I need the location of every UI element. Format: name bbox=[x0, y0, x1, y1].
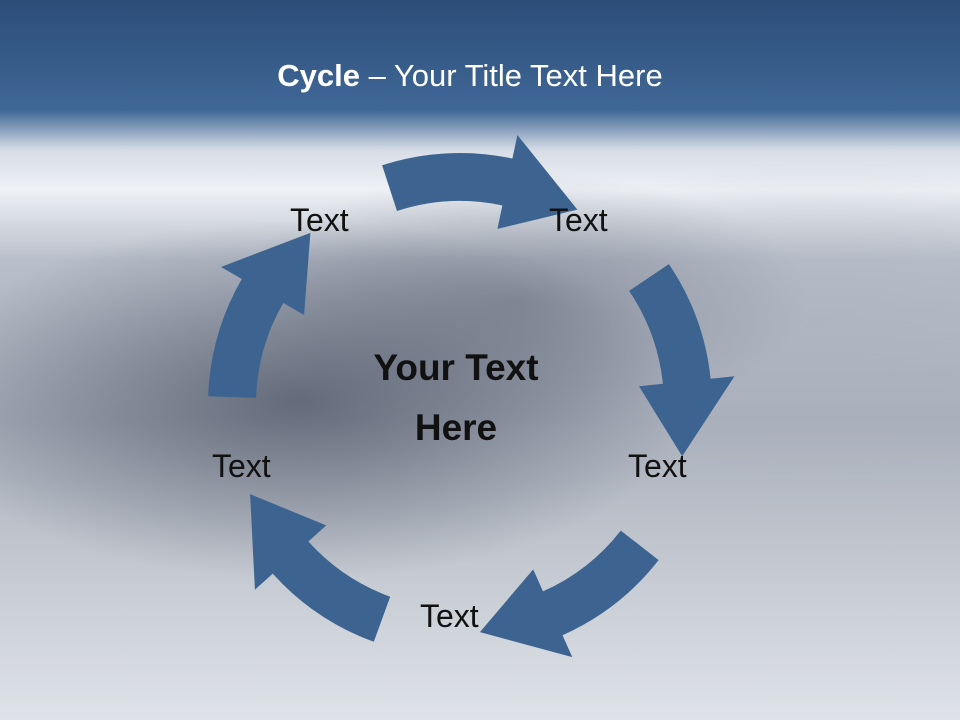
cycle-label-left[interactable]: Text bbox=[212, 448, 271, 484]
center-text-line1: Your Text bbox=[373, 347, 539, 388]
arrow-top[interactable] bbox=[382, 135, 578, 229]
center-text-line2: Here bbox=[414, 407, 498, 448]
arrow-right[interactable] bbox=[629, 264, 735, 457]
title-rest: – Your Title Text Here bbox=[360, 58, 663, 93]
arrow-left[interactable] bbox=[208, 232, 311, 398]
cycle-label-bottom[interactable]: Text bbox=[420, 598, 479, 634]
title-bold: Cycle bbox=[277, 58, 360, 93]
cycle-label-top-right[interactable]: Text bbox=[549, 202, 608, 238]
cycle-label-right[interactable]: Text bbox=[628, 448, 687, 484]
slide-title[interactable]: Cycle – Your Title Text Here bbox=[0, 56, 940, 96]
arrow-bottom-right[interactable] bbox=[479, 530, 659, 658]
cycle-arrows bbox=[208, 135, 735, 658]
cycle-label-top-left[interactable]: Text bbox=[290, 202, 349, 238]
center-text[interactable]: Your Text Here bbox=[330, 338, 582, 458]
arrow-bottom-left[interactable] bbox=[250, 494, 391, 642]
